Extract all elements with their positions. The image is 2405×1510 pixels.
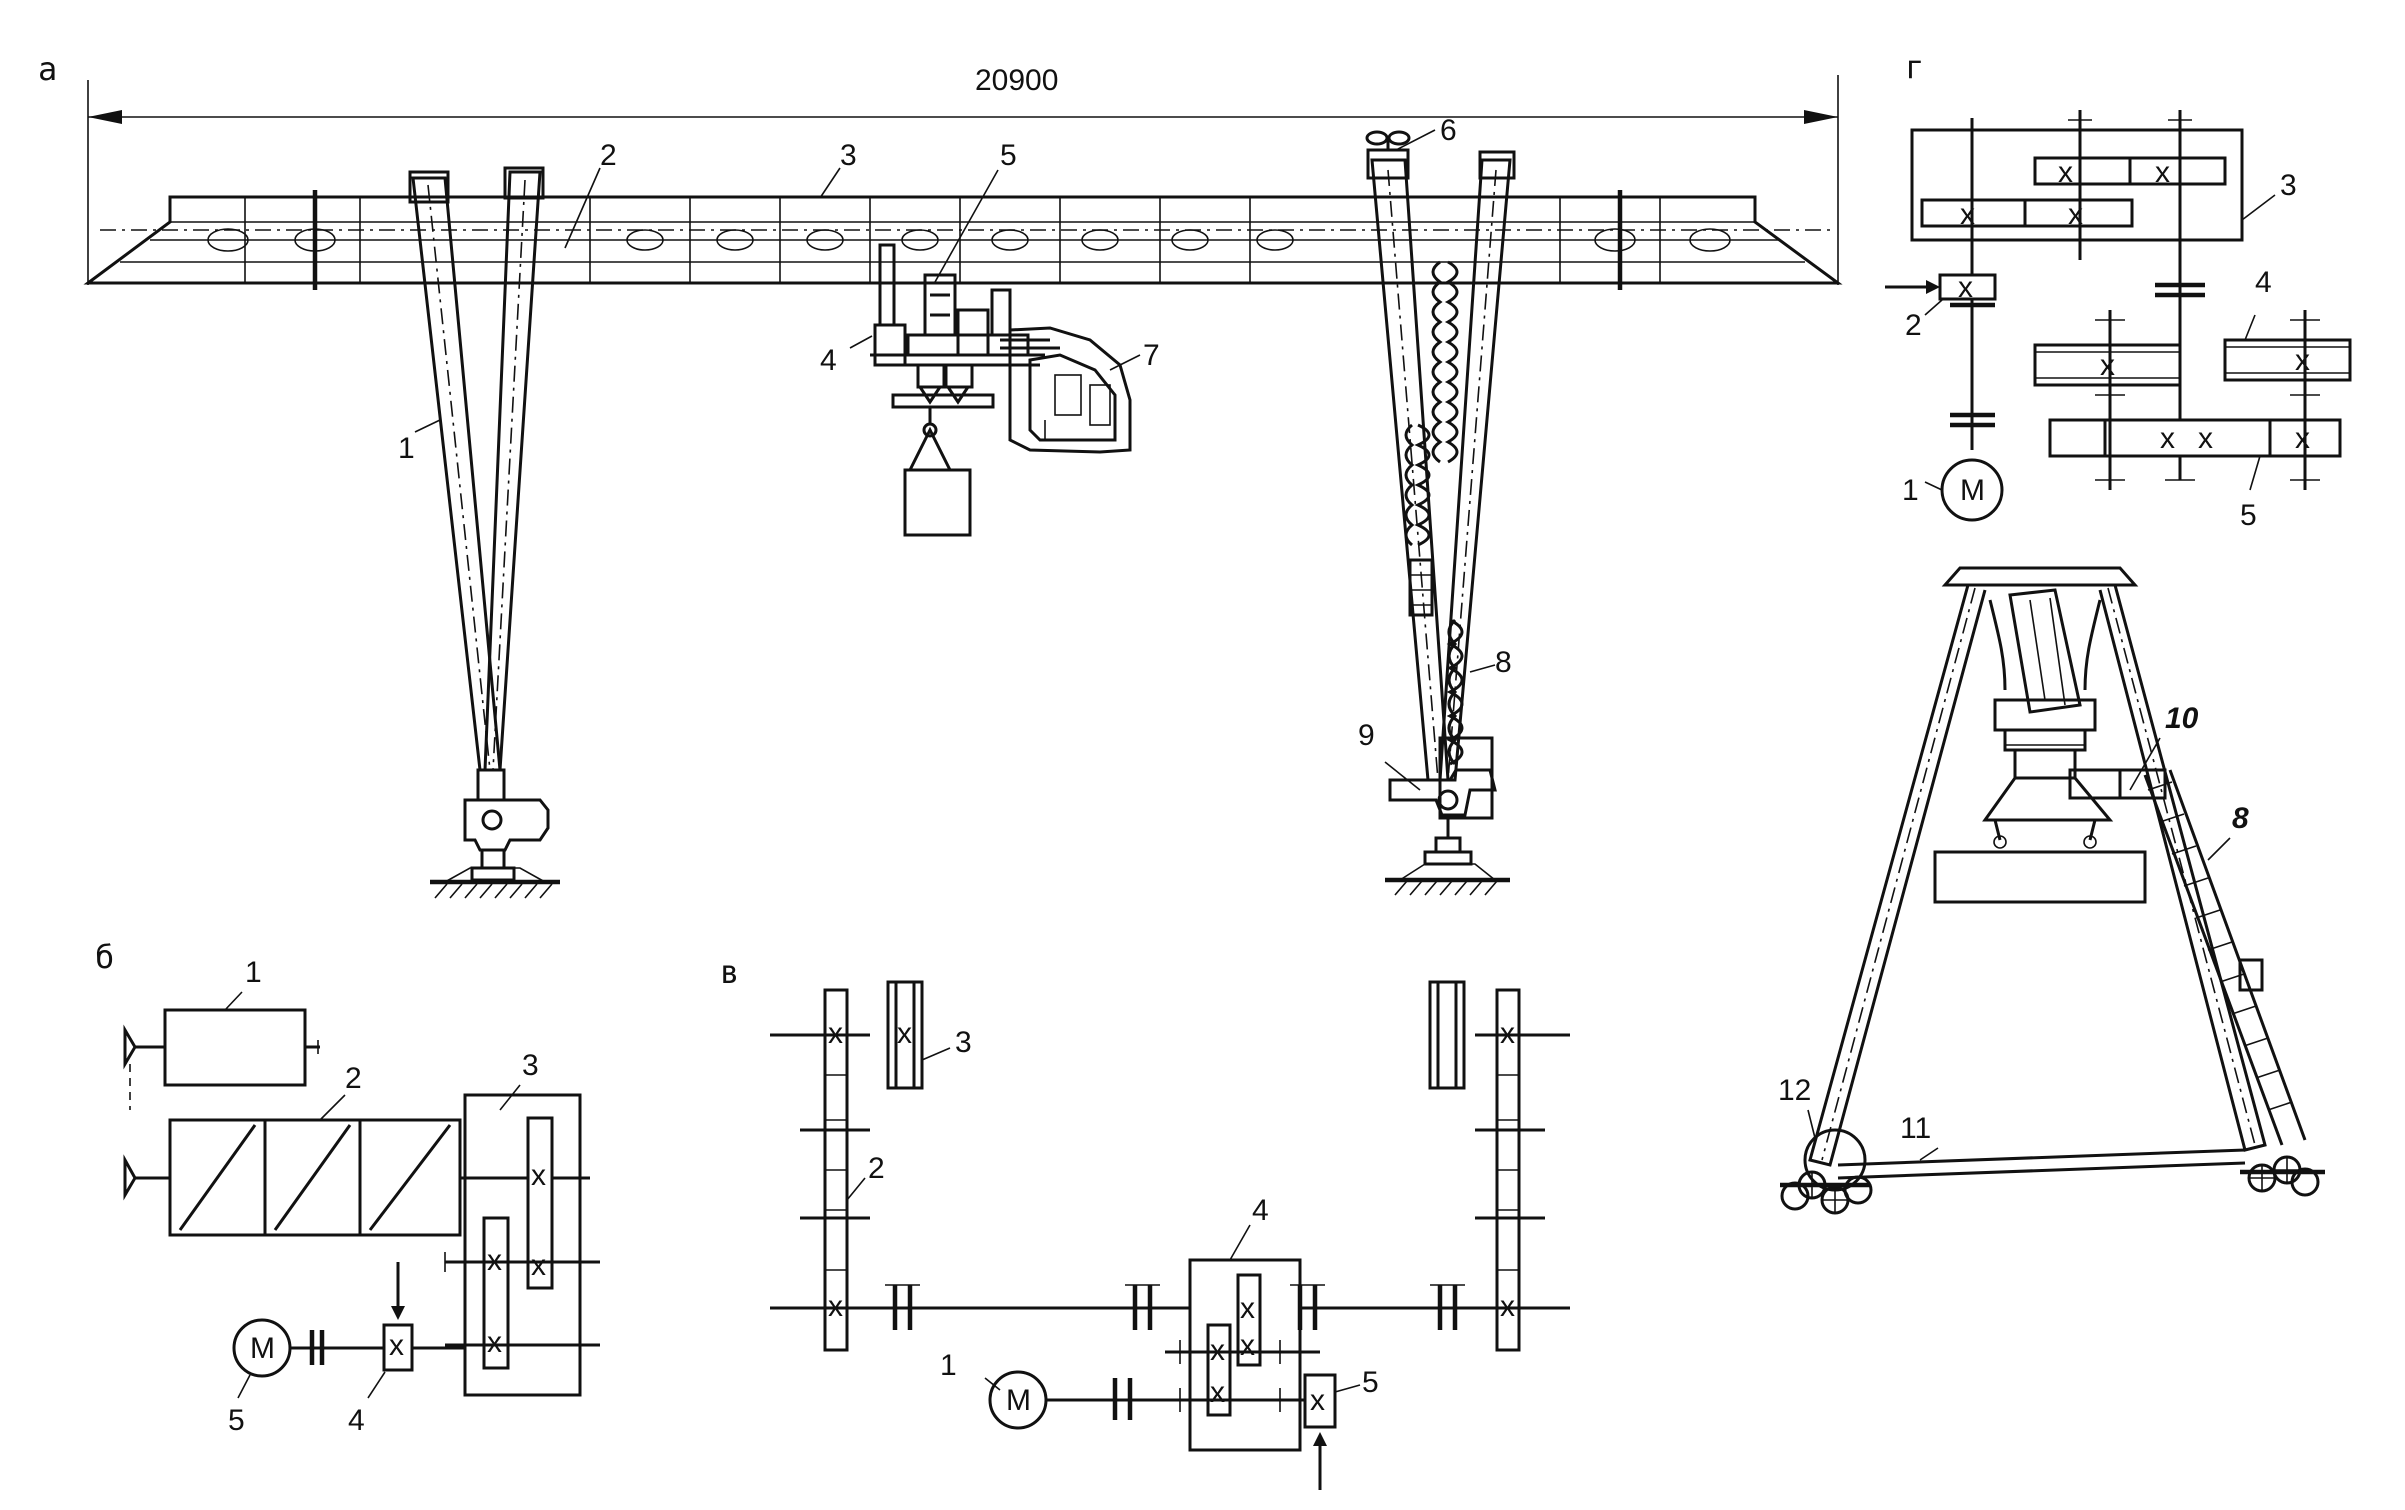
- left-leg: [408, 166, 560, 899]
- panel-g: г x x x x x: [1885, 48, 2352, 532]
- side-view-callouts: 10 8 11 12: [1778, 702, 2249, 1161]
- gear-mark: x: [1958, 271, 1973, 304]
- motor-g: M: [1940, 305, 2004, 522]
- sill-beam: [1837, 1148, 2246, 1180]
- right-leg: [1365, 130, 1516, 896]
- brake-g: x: [1885, 271, 1997, 308]
- panel-b-callouts: 1 2 3 4 5: [224, 956, 539, 1437]
- gear-mark: x: [2100, 349, 2115, 382]
- girder: [83, 190, 1843, 290]
- left-wheel-column: x x x: [770, 980, 924, 1352]
- brake-b: x: [382, 1262, 414, 1372]
- motor-v: M x: [988, 1370, 1337, 1490]
- dimension-line: 20900: [87, 64, 1839, 285]
- left-bogie: [1780, 1128, 1873, 1215]
- label-g-5: 5: [2240, 499, 2257, 532]
- motor-b: M: [232, 1318, 465, 1378]
- gear-mark: x: [1240, 1329, 1255, 1362]
- label-b-4: 4: [348, 1404, 365, 1437]
- panel-b-letter: б: [95, 938, 114, 976]
- gear-mark: x: [1210, 1376, 1225, 1409]
- reducer-b: x x x x: [444, 1093, 600, 1397]
- motor-b-symbol: M: [250, 1332, 275, 1365]
- side-ladder: [2068, 768, 2307, 1146]
- drum-upper: [123, 1008, 320, 1087]
- label-a-2: 2: [600, 139, 617, 172]
- panel-g-letter: г: [1905, 48, 1924, 86]
- label-a-3: 3: [840, 139, 857, 172]
- motor-v-symbol: M: [1006, 1384, 1031, 1417]
- travel-gear-train: x x x x x: [2033, 282, 2352, 490]
- hoist-block: [1933, 588, 2147, 904]
- label-a-5: 5: [1000, 139, 1017, 172]
- panel-v: в x x x: [720, 953, 1570, 1490]
- label-g-4: 4: [2255, 266, 2272, 299]
- operator-cabin: [1008, 326, 1132, 454]
- motor-g-symbol: M: [1960, 474, 1985, 507]
- trolley: [870, 243, 1060, 537]
- panel-a-callouts: 1 2 3 4 5 6 7 8 9: [398, 114, 1512, 791]
- label-a-4: 4: [820, 344, 837, 377]
- label-side-10: 10: [2165, 702, 2199, 735]
- panel-g-callouts: 1 2 3 4 5: [1902, 169, 2297, 532]
- label-side-8: 8: [2232, 802, 2249, 835]
- label-a-9: 9: [1358, 719, 1375, 752]
- gear-mark: x: [1310, 1384, 1325, 1417]
- label-a-8: 8: [1495, 646, 1512, 679]
- gear-mark: x: [828, 1290, 843, 1323]
- label-v-2: 2: [868, 1152, 885, 1185]
- gear-mark: x: [389, 1329, 404, 1362]
- label-v-4: 4: [1252, 1194, 1269, 1227]
- label-g-3: 3: [2280, 169, 2297, 202]
- gear-mark: x: [2295, 422, 2310, 455]
- side-view: 10 8 11 12: [1778, 566, 2325, 1215]
- panel-a-letter: а: [38, 50, 57, 88]
- label-g-2: 2: [1905, 309, 1922, 342]
- anemometer: [1365, 130, 1411, 150]
- label-a-6: 6: [1440, 114, 1457, 147]
- right-wheel-column: x x: [1428, 980, 1570, 1352]
- dimension-value: 20900: [975, 64, 1058, 97]
- label-v-5: 5: [1362, 1366, 1379, 1399]
- gear-mark: x: [531, 1249, 546, 1282]
- label-side-12: 12: [1778, 1074, 1811, 1107]
- label-b-2: 2: [345, 1062, 362, 1095]
- gear-mark: x: [828, 1017, 843, 1050]
- gear-mark: x: [531, 1159, 546, 1192]
- label-g-1: 1: [1902, 474, 1919, 507]
- spiral-ladder: [1404, 260, 1494, 820]
- label-a-1: 1: [398, 432, 415, 465]
- label-b-5: 5: [228, 1404, 245, 1437]
- gear-mark: x: [2155, 156, 2170, 189]
- transmission-shaft: [847, 1284, 1497, 1330]
- label-v-3: 3: [955, 1026, 972, 1059]
- gear-mark: x: [897, 1017, 912, 1050]
- reducer-v: x x x x: [1165, 1258, 1320, 1452]
- label-b-3: 3: [522, 1049, 539, 1082]
- drum-lower: [123, 1118, 590, 1237]
- gear-mark: x: [487, 1326, 502, 1359]
- gear-mark: x: [1240, 1292, 1255, 1325]
- label-v-1: 1: [940, 1349, 957, 1382]
- panel-v-letter: в: [720, 953, 739, 991]
- gear-mark: x: [2160, 422, 2175, 455]
- gear-mark: x: [1500, 1017, 1515, 1050]
- gear-mark: x: [2295, 344, 2310, 377]
- gear-mark: x: [1500, 1290, 1515, 1323]
- right-bogie: [2240, 1155, 2325, 1197]
- label-b-1: 1: [245, 956, 262, 989]
- gear-mark: x: [2198, 422, 2213, 455]
- panel-v-callouts: 1 2 3 4 5: [846, 1026, 1379, 1399]
- panel-b: б x x x x: [95, 938, 600, 1437]
- reducer-g: x x x x: [1910, 110, 2244, 480]
- gear-mark: x: [2058, 156, 2073, 189]
- girder-ribs: [244, 190, 1661, 290]
- girder-holes: [207, 228, 1731, 252]
- label-side-11: 11: [1900, 1112, 1931, 1145]
- panel-a: а 20900: [38, 50, 1843, 899]
- label-a-7: 7: [1143, 339, 1160, 372]
